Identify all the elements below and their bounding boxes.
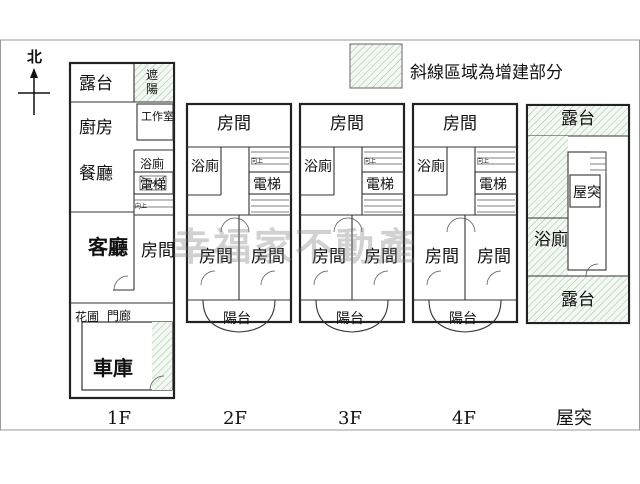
legend-hatch-swatch bbox=[349, 43, 403, 89]
floor-1f-label: 1F bbox=[107, 408, 131, 429]
balcony-f3-label: 陽台 bbox=[336, 311, 364, 327]
floor-f2-outline bbox=[185, 102, 293, 324]
roof-terrace-north-label: 露台 bbox=[561, 109, 595, 129]
room-se-f2-label: 房間 bbox=[251, 247, 285, 267]
workroom-box bbox=[136, 103, 174, 141]
workroom-label: 工作室 bbox=[141, 109, 174, 123]
floor-3f: 房間浴廁電梯房間房間陽台向上 bbox=[298, 102, 406, 333]
roof-side-hatch bbox=[528, 136, 568, 276]
room-se-f3-label: 房間 bbox=[364, 247, 398, 267]
porch-label: 門廊 bbox=[107, 308, 131, 323]
rooftop-room-box bbox=[567, 151, 607, 271]
room-north-f3-label: 房間 bbox=[330, 114, 364, 134]
elevator-f2-label: 電梯 bbox=[253, 177, 281, 193]
floor-roof-outline bbox=[525, 103, 631, 325]
balcony-f3-curve bbox=[315, 299, 389, 333]
garage-hatch bbox=[152, 322, 172, 390]
sunshade-label: 遮陽 bbox=[146, 67, 158, 96]
legend: 斜線區域為增建部分 bbox=[349, 43, 563, 89]
room-north-f2-label: 房間 bbox=[217, 114, 251, 134]
north-arrow: 北 bbox=[18, 48, 50, 115]
room-se-f4-label: 房間 bbox=[477, 247, 511, 267]
watermark: 幸福家不動產 bbox=[172, 225, 418, 269]
balcony-f2-curve bbox=[202, 299, 276, 333]
legend-text: 斜線區域為增建部分 bbox=[410, 63, 563, 83]
room-sw-f4-label: 房間 bbox=[425, 247, 459, 267]
floor-2f: 房間浴廁電梯房間房間陽台向上 bbox=[185, 102, 293, 333]
balcony-f4-curve bbox=[428, 299, 502, 333]
garage-label: 車庫 bbox=[93, 356, 133, 380]
stair-up-mark-1f: 向上 bbox=[135, 202, 147, 210]
terrace-1f-label: 露台 bbox=[79, 74, 113, 94]
floor-roof: 露台 屋突 浴廁 露台 bbox=[525, 103, 631, 325]
floor-1f-outline bbox=[68, 61, 176, 400]
stair-up-mark-f2: 向上 bbox=[251, 157, 263, 165]
balcony-f2-label: 陽台 bbox=[223, 311, 251, 327]
floor-3f-label: 3F bbox=[338, 408, 362, 429]
floor-1f: 向上 露台 遮陽 廚房 工作室 餐廳 浴廁 電梯 客廳 房間 花圃 門廊 車庫 bbox=[68, 61, 176, 400]
rooftop-label: 屋突 bbox=[573, 185, 601, 201]
roof-terrace-north-hatch bbox=[528, 106, 628, 136]
roof-terrace-south-hatch bbox=[528, 276, 628, 322]
room-sw-f2-label: 房間 bbox=[199, 247, 233, 267]
floor-roof-label: 屋突 bbox=[556, 408, 592, 429]
living-room-label: 客廳 bbox=[87, 235, 128, 259]
roof-terrace-south-label: 露台 bbox=[561, 290, 595, 310]
bathroom-f3-label: 浴廁 bbox=[304, 158, 332, 175]
floor-f3-outline bbox=[298, 102, 406, 324]
stair-up-mark-f4: 向上 bbox=[477, 157, 489, 165]
elevator-1f-label: 電梯 bbox=[140, 178, 166, 193]
elevator-1f-box bbox=[133, 171, 174, 195]
bathroom-1f-label: 浴廁 bbox=[140, 156, 164, 171]
roof-bathroom-label: 浴廁 bbox=[534, 229, 568, 250]
room-north-f4-label: 房間 bbox=[443, 114, 477, 134]
dining-label: 餐廳 bbox=[79, 164, 113, 184]
kitchen-label: 廚房 bbox=[79, 117, 113, 138]
elevator-f4-label: 電梯 bbox=[479, 177, 507, 193]
bedroom-1f-label: 房間 bbox=[141, 241, 175, 261]
room-sw-f3-label: 房間 bbox=[312, 247, 346, 267]
bathroom-f4-label: 浴廁 bbox=[417, 158, 445, 175]
garden-label: 花圃 bbox=[75, 309, 99, 324]
north-label: 北 bbox=[27, 48, 42, 66]
balcony-f4-label: 陽台 bbox=[449, 311, 477, 327]
floor-f4-outline bbox=[411, 102, 519, 324]
sunshade-hatch bbox=[134, 64, 173, 102]
bathroom-f2-label: 浴廁 bbox=[191, 158, 219, 175]
elevator-f3-label: 電梯 bbox=[366, 177, 394, 193]
floor-4f: 房間浴廁電梯房間房間陽台向上 bbox=[411, 102, 519, 333]
floor-4f-label: 4F bbox=[452, 408, 476, 429]
stair-up-mark-f3: 向上 bbox=[364, 157, 376, 165]
north-arrow-icon bbox=[30, 68, 38, 78]
floor-2f-label: 2F bbox=[223, 408, 247, 429]
